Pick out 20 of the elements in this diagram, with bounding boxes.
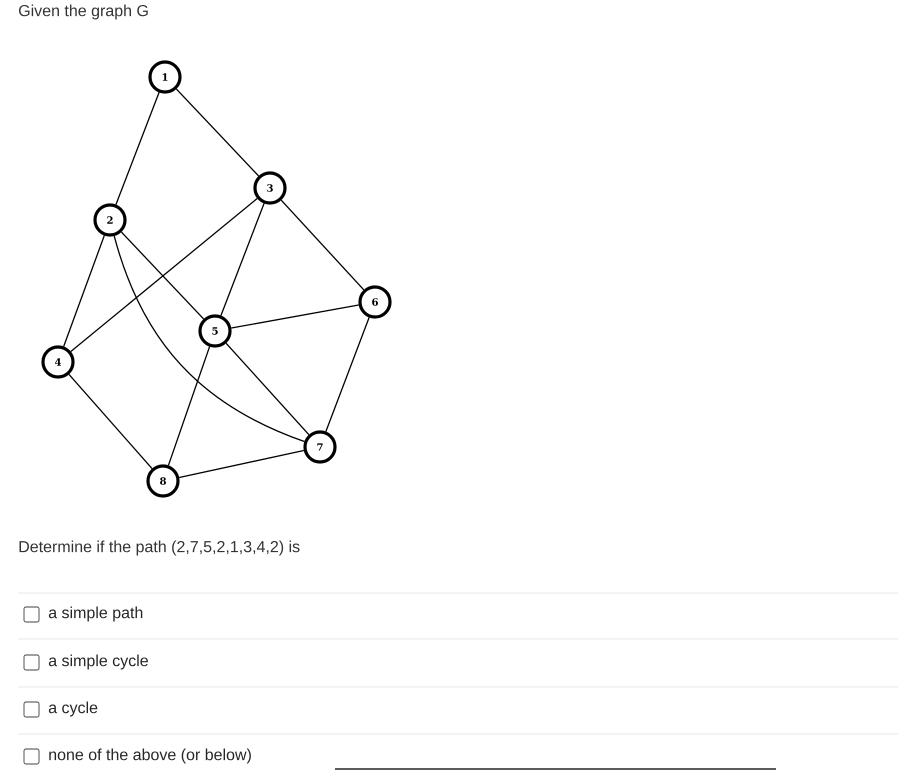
edge-line (280, 200, 364, 290)
option-text: none of the above (or below) (49, 748, 251, 764)
edge-line (220, 203, 265, 316)
edge-line (120, 232, 204, 320)
option-text: a simple path (48, 606, 142, 622)
edge-line (325, 317, 370, 432)
edge-line (115, 92, 160, 205)
edge-line (68, 374, 153, 469)
option-text: a cycle (48, 702, 98, 716)
title: Given the graph G (19, 4, 148, 20)
edge-line (70, 198, 258, 352)
edge-line (226, 342, 310, 436)
option-text: a simple cycle (48, 654, 148, 670)
edge-line (176, 88, 260, 176)
edge-line (231, 304, 359, 329)
question-text: Determine if the path (2,7,5,2,1,3,4,2) is (20, 540, 300, 556)
edge-line (168, 346, 210, 466)
edge-line (63, 235, 105, 347)
edge-line (179, 450, 304, 478)
edge-line (114, 236, 305, 442)
